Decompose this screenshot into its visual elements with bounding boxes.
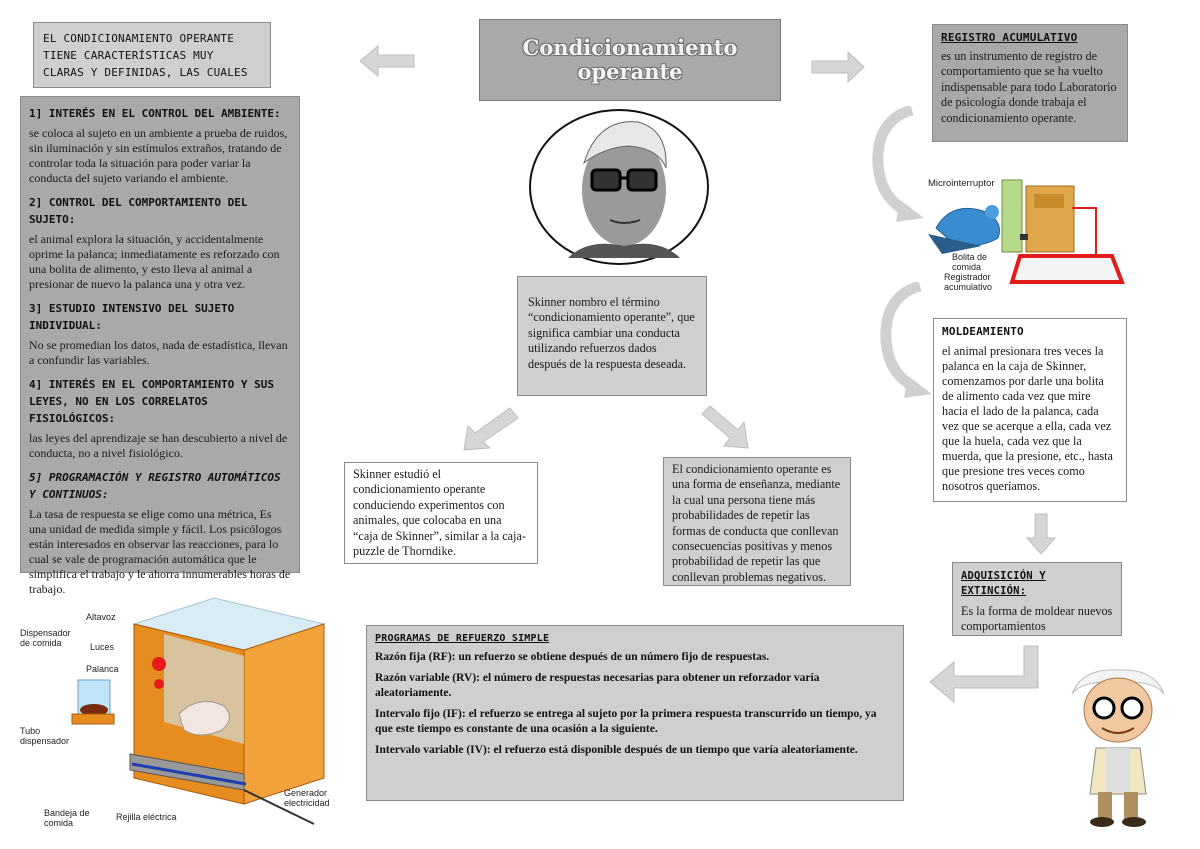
definition-box: Skinner nombro el término “condicionamie… [517, 276, 707, 396]
programa-rf-term: Razón fija (RF): [375, 651, 456, 663]
skinner-cartoon [1062, 664, 1174, 830]
skinner-box-text-box: Skinner estudió el condicionamiento oper… [344, 462, 538, 564]
box-label-palanca: Palanca [86, 664, 119, 674]
definition-text: Skinner nombro el término “condicionamie… [528, 295, 695, 371]
char-4-body: las leyes del aprendizaje se han descubi… [29, 431, 288, 460]
programa-iv: Intervalo variable (IV): el refuerzo est… [375, 743, 895, 758]
box-label-generador: Generador electricidad [284, 788, 330, 808]
char-4-heading: 4] INTERÉS EN EL COMPORTAMIENTO Y SUS LE… [29, 378, 275, 425]
moldeamiento-body: el animal presionara tres veces la palan… [942, 344, 1113, 493]
skinner-box-illustration: Altavoz Dispensador de comida Luces Pala… [14, 594, 344, 844]
box-label-bandeja: Bandeja de comida [44, 808, 90, 828]
title-box: Condicionamiento operante [479, 19, 781, 101]
box-label-luces: Luces [90, 642, 115, 652]
box-label-rejilla: Rejilla eléctrica [116, 812, 177, 822]
arrow-left-icon [360, 44, 416, 78]
adquisicion-box: ADQUISICIÓN Y EXTINCIÓN: Es la forma de … [952, 562, 1122, 636]
char-5-body: La tasa de respuesta se elige como una m… [29, 507, 291, 596]
arrow-right-icon [810, 50, 866, 84]
curved-arrow-icon-2 [876, 282, 936, 400]
registro-box: REGISTRO ACUMULATIVO es un instrumento d… [932, 24, 1128, 142]
arrow-down-icon [1026, 512, 1056, 556]
arrow-down-left-icon [462, 404, 522, 452]
char-3-body: No se promedian los datos, nada de estad… [29, 338, 288, 367]
registro-body: es un instrumento de registro de comport… [941, 49, 1117, 125]
programa-iv-term: Intervalo variable (IV): [375, 744, 491, 756]
char-2-body: el animal explora la situación, y accide… [29, 232, 280, 291]
curved-arrow-icon [868, 106, 928, 224]
intro-box: EL CONDICIONAMIENTO OPERANTE TIENE CARAC… [33, 22, 271, 88]
char-2-heading: 2] CONTROL DEL COMPORTAMIENTO DEL SUJETO… [29, 196, 248, 226]
programa-rv-term: Razón variable (RV): [375, 672, 480, 684]
char-5-heading: 5] PROGRAMACIÓN Y REGISTRO AUTOMÁTICOS Y… [29, 471, 281, 501]
box-label-tubo: Tubo dispensador [20, 726, 70, 746]
programa-rf-desc: un refuerzo se obtiene después de un núm… [455, 651, 770, 663]
characteristics-panel: 1] INTERÉS EN EL CONTROL DEL AMBIENTE: s… [20, 96, 300, 596]
recorder-label-registrador: Registrador acumulativo [944, 272, 993, 292]
char-1-heading: 1] INTERÉS EN EL CONTROL DEL AMBIENTE: [29, 107, 281, 120]
recorder-label-micro: Microinterruptor [928, 178, 995, 189]
programa-iv-desc: el refuerzo está disponible después de u… [490, 744, 858, 756]
page-title: Condicionamiento operante [522, 35, 738, 84]
intro-text: EL CONDICIONAMIENTO OPERANTE TIENE CARAC… [43, 32, 248, 79]
box-label-altavoz: Altavoz [86, 612, 116, 622]
adquisicion-body: Es la forma de moldear nuevos comportami… [961, 604, 1113, 634]
programa-if: Intervalo fijo (IF): el refuerzo se entr… [375, 707, 895, 737]
programa-rv-desc: el número de respuestas necesarias para … [375, 672, 820, 699]
registro-heading: REGISTRO ACUMULATIVO [941, 31, 1078, 44]
programa-if-desc: el refuerzo se entrega al sujeto por la … [375, 708, 877, 735]
skinner-portrait [528, 108, 710, 266]
arrow-down-right-icon [700, 404, 750, 450]
arrow-return-left-icon [928, 644, 1046, 708]
programas-box: PROGRAMAS DE REFUERZO SIMPLE Razón fija … [366, 625, 904, 801]
programa-rf: Razón fija (RF): un refuerzo se obtiene … [375, 650, 895, 665]
programa-rv: Razón variable (RV): el número de respue… [375, 671, 895, 701]
recorder-illustration: Microinterruptor Bolita de comida Regist… [922, 172, 1132, 296]
recorder-label-bolita: Bolita de comida [952, 252, 988, 272]
box-label-dispensador: Dispensador de comida [20, 628, 71, 648]
skinner-box-text: Skinner estudió el condicionamiento oper… [353, 467, 526, 559]
char-3-heading: 3] ESTUDIO INTENSIVO DEL SUJETO INDIVIDU… [29, 302, 235, 332]
teaching-text: El condicionamiento operante es una form… [672, 462, 841, 584]
moldeamiento-heading: MOLDEAMIENTO [942, 325, 1024, 338]
programa-if-term: Intervalo fijo (IF): [375, 708, 466, 720]
char-1-body: se coloca al sujeto en un ambiente a pru… [29, 126, 288, 185]
adquisicion-heading: ADQUISICIÓN Y EXTINCIÓN: [961, 570, 1046, 597]
moldeamiento-box: MOLDEAMIENTO el animal presionara tres v… [933, 318, 1127, 502]
programas-heading: PROGRAMAS DE REFUERZO SIMPLE [375, 633, 550, 644]
teaching-box: El condicionamiento operante es una form… [663, 457, 851, 586]
